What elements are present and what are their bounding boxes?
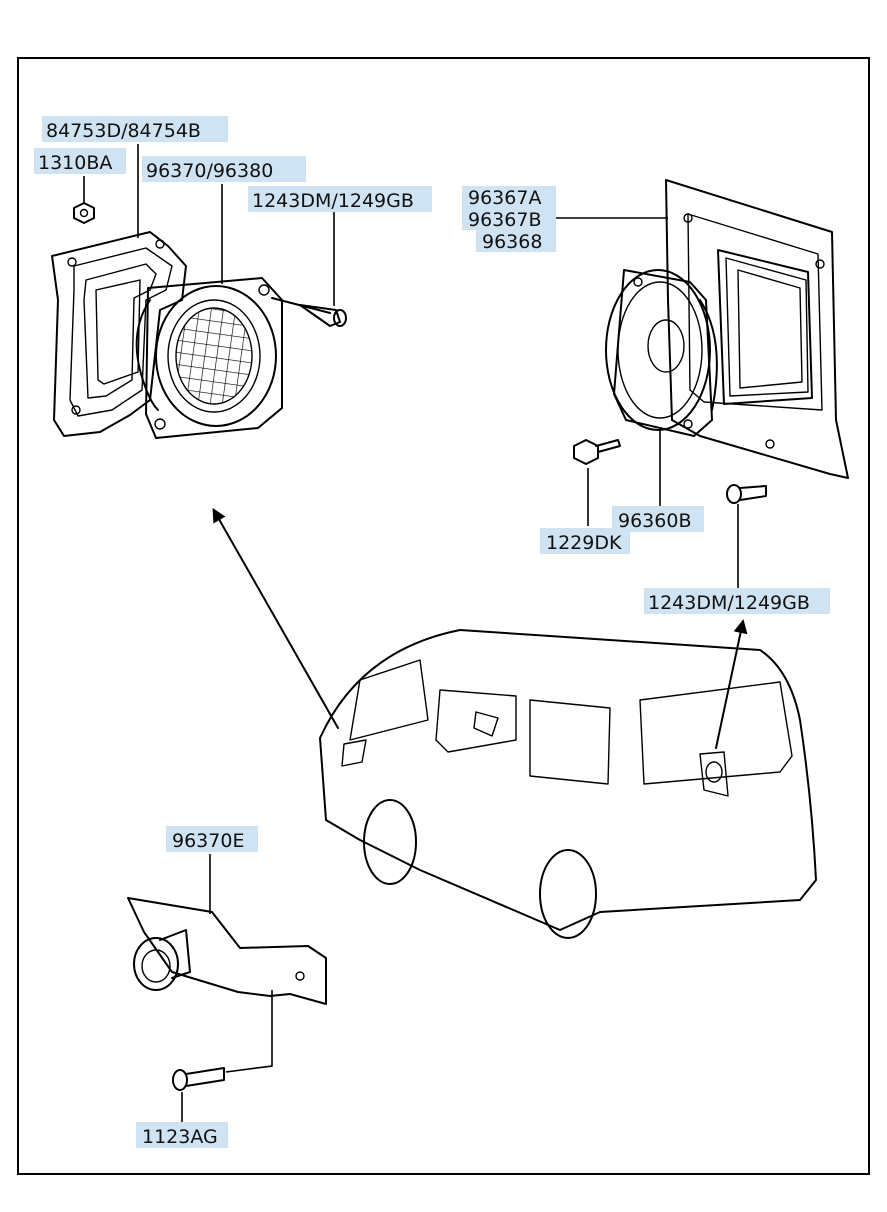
svg-text:1229DK: 1229DK [546, 532, 622, 554]
part-label-mount-plate-a[interactable]: 96367A [462, 186, 556, 209]
front-arrow [212, 507, 339, 729]
part-label-screw-front[interactable]: 1243DM/1249GB [248, 186, 432, 212]
rear-speaker [605, 269, 718, 437]
svg-text:96367A: 96367A [468, 187, 541, 209]
svg-text:96360B: 96360B [618, 510, 691, 532]
rear-speaker-mount-plate [665, 179, 849, 479]
part-label-tweeter-front[interactable]: 96370/96380 [142, 156, 306, 182]
part-label-nut[interactable]: 1310BA [34, 148, 126, 174]
rear-arrow [715, 619, 748, 749]
svg-text:96367B: 96367B [468, 209, 541, 231]
front-nut [73, 202, 95, 224]
svg-text:1243DM/1249GB: 1243DM/1249GB [648, 592, 810, 614]
part-label-bracket-front[interactable]: 84753D/84754B [42, 116, 228, 142]
front-screw [271, 297, 347, 327]
svg-text:96370E: 96370E [172, 830, 244, 852]
front-speaker-bracket [51, 231, 187, 437]
part-label-mount-plate-b[interactable]: 96367B [462, 208, 556, 231]
leader-lines [83, 144, 739, 1122]
extra-tweeter [127, 897, 327, 1005]
part-label-screw-rear[interactable]: 1243DM/1249GB [644, 588, 830, 614]
svg-text:1243DM/1249GB: 1243DM/1249GB [252, 190, 414, 212]
tapping-screw [172, 1067, 225, 1091]
svg-text:84753D/84754B: 84753D/84754B [46, 120, 201, 142]
rear-screw [726, 484, 767, 504]
rear-bolt [573, 439, 621, 465]
part-label-bolt[interactable]: 1229DK [540, 528, 630, 554]
front-tweeter [135, 277, 283, 439]
svg-text:96370/96380: 96370/96380 [146, 160, 273, 182]
svg-text:1310BA: 1310BA [38, 152, 112, 174]
part-label-rear-speaker[interactable]: 96360B [612, 506, 704, 532]
diagram-frame [17, 57, 870, 1175]
part-label-mount-plate-c[interactable]: 96368 [476, 230, 556, 253]
part-label-tapping-screw[interactable]: 1123AG [136, 1122, 228, 1148]
svg-text:96368: 96368 [482, 231, 542, 253]
part-label-extra-tweeter[interactable]: 96370E [166, 826, 258, 852]
van-body [319, 629, 817, 939]
svg-text:1123AG: 1123AG [142, 1126, 218, 1148]
